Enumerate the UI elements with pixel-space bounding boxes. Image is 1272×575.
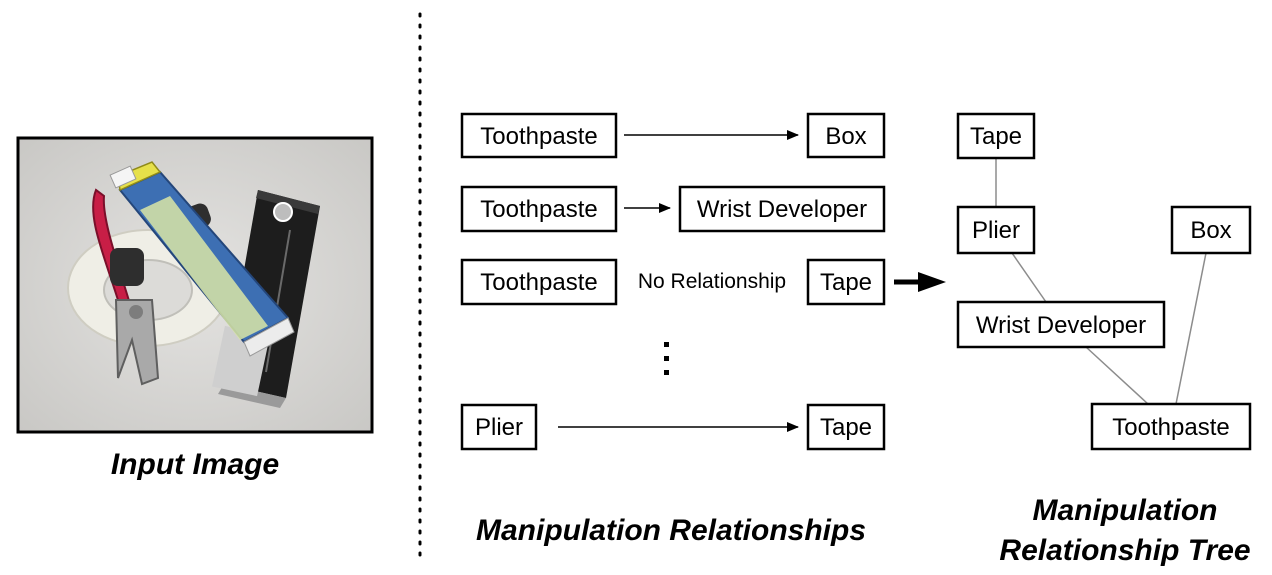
node-label: Wrist Developer — [697, 196, 867, 223]
input-image-caption: Input Image — [111, 448, 279, 481]
input-image — [16, 136, 374, 434]
relationship-row-1: Toothpaste Box — [460, 112, 886, 159]
node-toothpaste — [460, 258, 618, 306]
node-label: Tape — [820, 269, 872, 296]
node-box — [806, 112, 886, 159]
node-toothpaste — [460, 185, 618, 233]
relationships-caption: Manipulation Relationships — [476, 514, 866, 547]
tree-node-toothpaste — [1090, 402, 1252, 451]
node-label: Toothpaste — [480, 269, 597, 296]
tree-caption-line-1: Manipulation — [1033, 494, 1218, 527]
tree-edge — [1011, 252, 1047, 303]
tree-node-tape — [956, 112, 1036, 160]
node-label: Box — [825, 123, 866, 150]
relationship-row-4: Plier Tape — [460, 403, 886, 451]
node-plier — [460, 403, 538, 451]
relationship-tree: Tape Plier Box Wrist Developer Toothpast… — [956, 112, 1252, 451]
tree-caption-line-2: Relationship Tree — [999, 534, 1250, 567]
tree-node-plier — [956, 205, 1036, 255]
node-wrist-developer — [678, 185, 886, 233]
tree-node-label: Box — [1190, 217, 1231, 244]
tree-node-wrist-developer — [956, 300, 1166, 349]
relationship-row-3: Toothpaste No Relationship Tape — [460, 258, 886, 306]
node-toothpaste — [460, 112, 618, 159]
relationship-row-2: Toothpaste Wrist Developer — [460, 185, 886, 233]
tree-node-label: Wrist Developer — [976, 312, 1146, 339]
tree-node-label: Toothpaste — [1112, 414, 1229, 441]
node-label: Tape — [820, 414, 872, 441]
node-label: Toothpaste — [480, 196, 597, 223]
tree-edge — [1175, 252, 1207, 405]
toothpaste-tube-icon — [109, 161, 295, 357]
tree-node-box — [1170, 205, 1252, 255]
tree-node-label: Tape — [970, 123, 1022, 150]
node-label: Toothpaste — [480, 123, 597, 150]
node-tape — [806, 258, 886, 306]
tree-node-label: Plier — [972, 217, 1020, 244]
no-relationship-label: No Relationship — [638, 270, 786, 293]
node-label: Plier — [475, 414, 523, 441]
big-arrow-icon — [894, 272, 946, 292]
ellipsis-icon — [664, 342, 669, 375]
node-tape — [806, 403, 886, 451]
tree-edge — [1085, 346, 1149, 405]
